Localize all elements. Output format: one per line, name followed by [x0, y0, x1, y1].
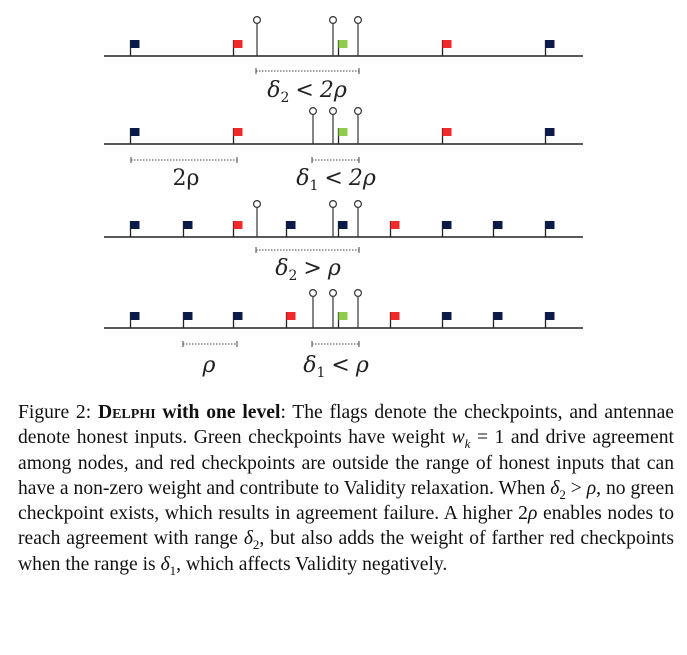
flag-banner [338, 221, 348, 229]
antenna-group [309, 106, 363, 144]
blue-checkpoint-flag [337, 221, 348, 237]
blue-checkpoint-flag [544, 128, 555, 144]
red-checkpoint-flag [441, 128, 452, 144]
range-label: δ2<2ρ [267, 78, 347, 106]
blue-checkpoint-flag [544, 221, 555, 237]
red-checkpoint-flag [389, 221, 400, 237]
antenna-head [309, 289, 318, 298]
blue-checkpoint-flag [492, 221, 503, 237]
flag-banner [390, 221, 400, 229]
flag-banner [442, 221, 452, 229]
blue-checkpoint-flag [232, 312, 243, 328]
range-marker [182, 341, 238, 347]
flag-banner [183, 312, 193, 320]
side-label: ρ [202, 353, 216, 378]
diagram-row-2: 2ρ δ1<2ρ [104, 106, 583, 194]
flag-banner [130, 128, 140, 136]
flag-banner [545, 40, 555, 48]
flag-banner [442, 128, 452, 136]
antenna-head [354, 16, 363, 25]
range-marker [311, 341, 360, 347]
figure-label: Figure 2: [18, 402, 98, 423]
red-checkpoint-flag [389, 312, 400, 328]
antenna-head [253, 200, 262, 209]
antenna-head [329, 16, 338, 25]
range-label: δ1<ρ [303, 353, 369, 381]
blue-checkpoint-flag [544, 40, 555, 56]
blue-checkpoint-flag [544, 312, 555, 328]
blue-checkpoint-flag [129, 128, 140, 144]
blue-checkpoint-flag [129, 312, 140, 328]
red-checkpoint-flag [232, 221, 243, 237]
flag-banner [493, 312, 503, 320]
flag-banner [390, 312, 400, 320]
diagram-row-3: δ2>ρ [104, 200, 583, 284]
red-checkpoint-flag [285, 312, 296, 328]
range-label: δ1<2ρ [296, 166, 376, 194]
flag-banner [338, 312, 348, 320]
flag-banner [233, 312, 243, 320]
side-label: 2ρ [173, 166, 200, 191]
flag-banner [286, 221, 296, 229]
caption-title: Delphi with one level [97, 402, 281, 423]
green-checkpoint-flag [337, 312, 348, 328]
antenna-head [329, 106, 338, 115]
flag-banner [130, 40, 140, 48]
red-checkpoint-flag [232, 128, 243, 144]
flag-banner [442, 40, 452, 48]
diagram-row-4: ρ δ1<ρ [104, 289, 583, 381]
range-marker [255, 247, 360, 253]
green-checkpoint-flag [337, 40, 348, 56]
flag-banner [338, 40, 348, 48]
antenna-group [253, 200, 363, 237]
blue-checkpoint-flag [129, 221, 140, 237]
flag-banner [183, 221, 193, 229]
flag-banner [286, 312, 296, 320]
flag-banner [130, 221, 140, 229]
range-marker [130, 157, 238, 163]
antenna-head [253, 16, 262, 25]
blue-checkpoint-flag [285, 221, 296, 237]
blue-checkpoint-flag [492, 312, 503, 328]
diagram-row-1: δ2<2ρ [104, 16, 583, 106]
figure-caption: Figure 2: Delphi with one level: The fla… [18, 402, 674, 578]
flag-banner [130, 312, 140, 320]
antenna-head [354, 289, 363, 298]
flag-banner [233, 221, 243, 229]
blue-checkpoint-flag [441, 221, 452, 237]
antenna-head [329, 200, 338, 209]
checkpoint-diagram: δ2<2ρ 2ρ δ1<2ρ [104, 16, 583, 381]
antenna-head [354, 106, 363, 115]
antenna-head [329, 289, 338, 298]
red-checkpoint-flag [441, 40, 452, 56]
red-checkpoint-flag [232, 40, 243, 56]
flag-banner [545, 312, 555, 320]
flag-banner [493, 221, 503, 229]
flag-banner [442, 312, 452, 320]
antenna-group [309, 289, 363, 328]
flag-banner [338, 128, 348, 136]
blue-checkpoint-flag [441, 312, 452, 328]
flag-banner [545, 128, 555, 136]
blue-checkpoint-flag [182, 312, 193, 328]
blue-checkpoint-flag [182, 221, 193, 237]
flag-banner [545, 221, 555, 229]
antenna-group [253, 16, 363, 56]
green-checkpoint-flag [337, 128, 348, 144]
range-marker [311, 157, 360, 163]
flag-banner [233, 128, 243, 136]
blue-checkpoint-flag [129, 40, 140, 56]
antenna-head [354, 200, 363, 209]
antenna-head [309, 106, 318, 115]
flag-banner [233, 40, 243, 48]
range-marker [255, 68, 360, 74]
range-label: δ2>ρ [275, 256, 341, 284]
